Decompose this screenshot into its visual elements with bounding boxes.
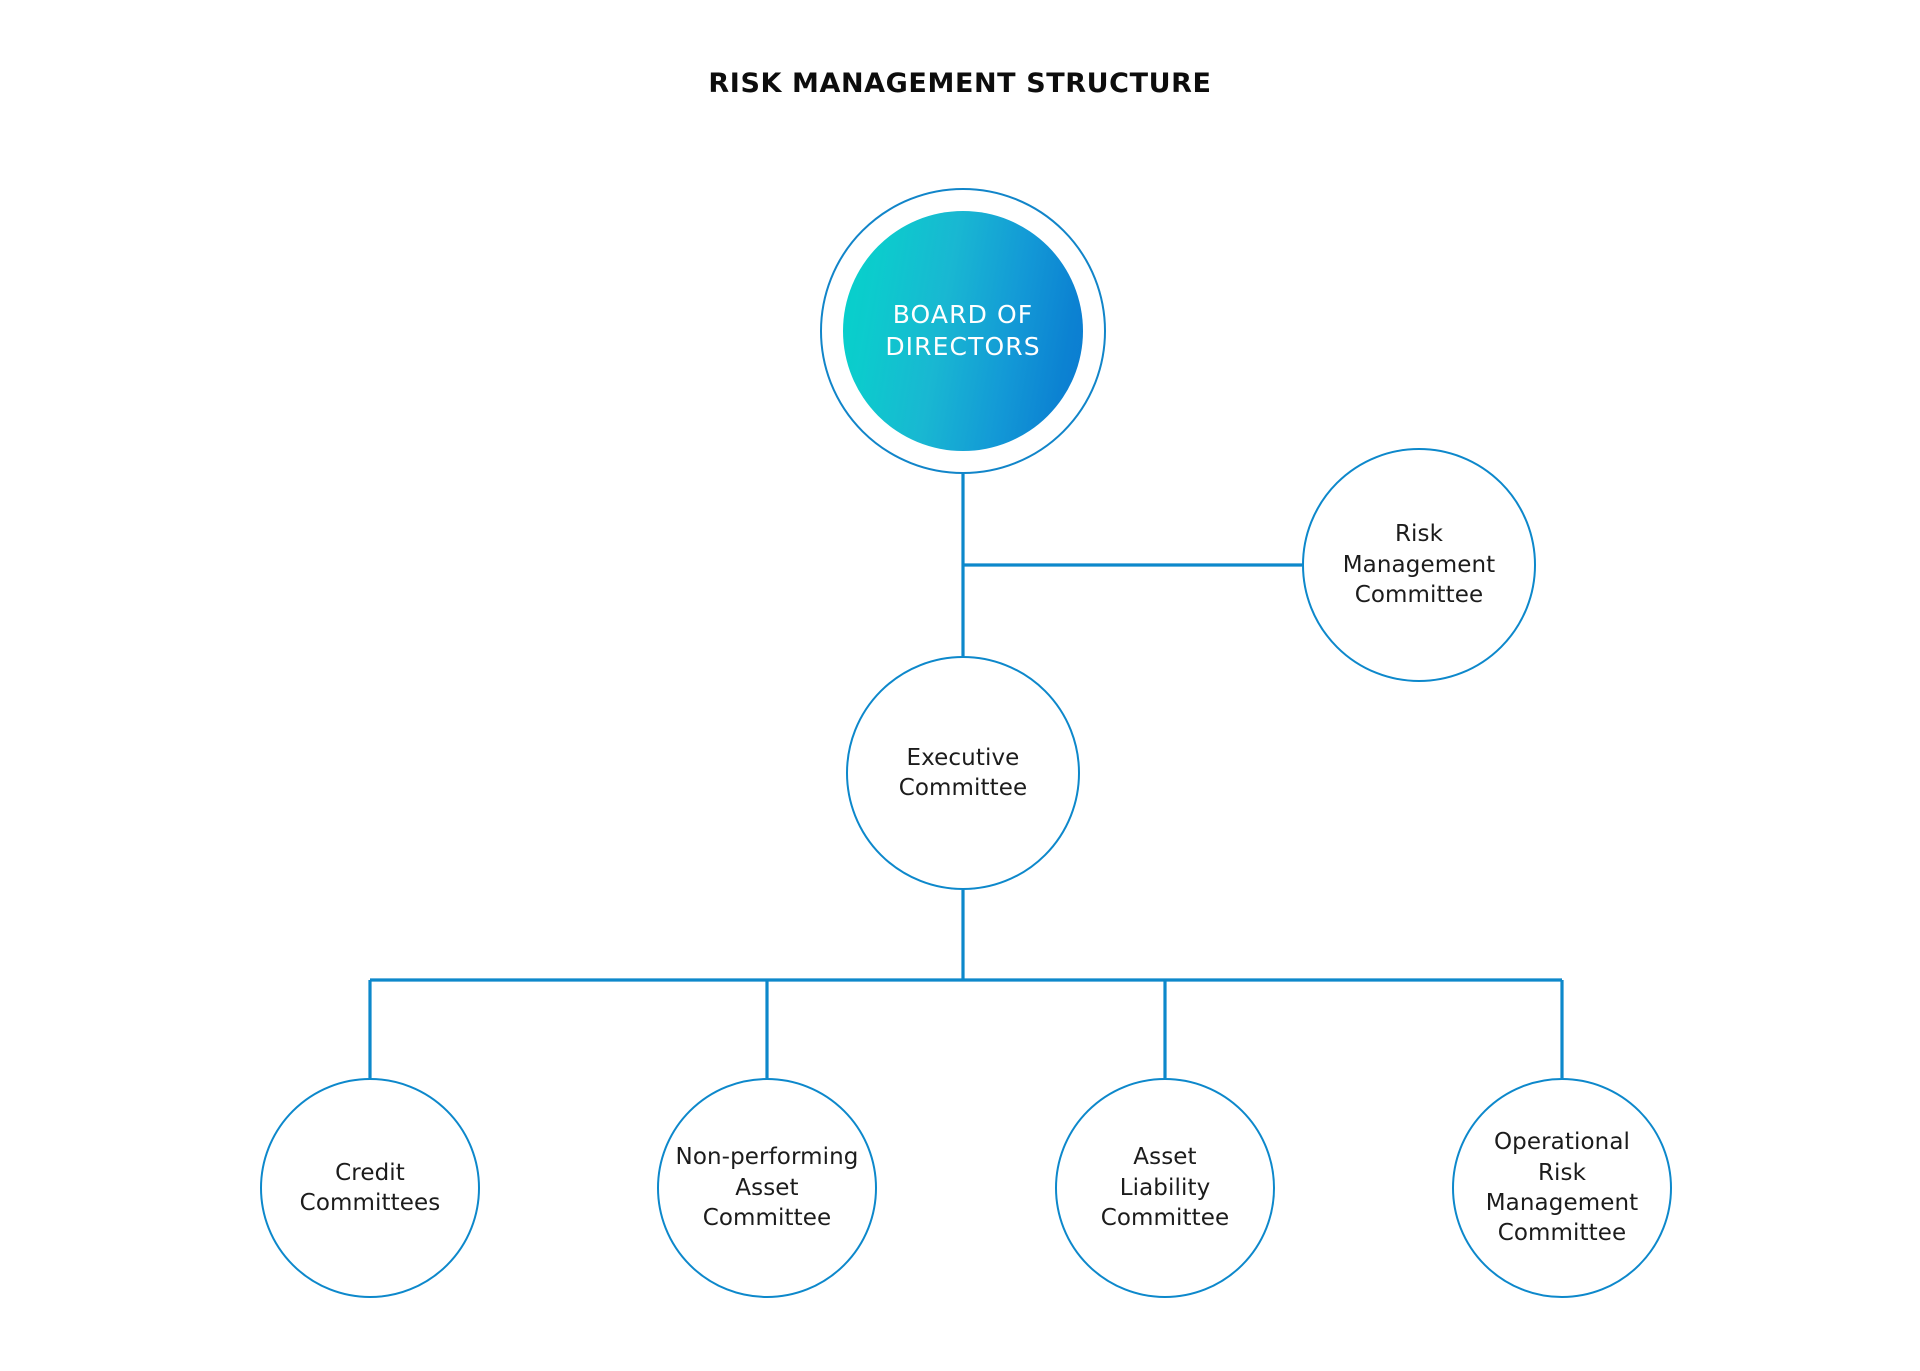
board-of-directors-label: BOARD OF DIRECTORS [885,300,1041,361]
node-executive-committee[interactable]: Executive Committee [846,656,1080,890]
node-board-of-directors[interactable]: BOARD OF DIRECTORS [843,211,1083,451]
node-credit-committees[interactable]: Credit Committees [260,1078,480,1298]
board-of-directors-outer-ring [820,188,1106,474]
executive-committee-label: Executive Committee [898,744,1028,801]
asset-liability-committee-label: Asset Liability Committee [1100,1144,1230,1232]
operational-risk-management-committee-label: Operational Risk Management Committee [1485,1129,1639,1247]
node-non-performing-asset-committee[interactable]: Non-performing Asset Committee [657,1078,877,1298]
page-title: RISK MANAGEMENT STRUCTURE [708,68,1212,99]
risk-management-committee-label: Risk Management Committee [1342,521,1496,609]
node-risk-management-committee[interactable]: Risk Management Committee [1302,448,1536,682]
non-performing-asset-committee-label: Non-performing Asset Committee [675,1144,859,1232]
credit-committees-label: Credit Committees [299,1159,441,1216]
node-operational-risk-management-committee[interactable]: Operational Risk Management Committee [1452,1078,1672,1298]
node-asset-liability-committee[interactable]: Asset Liability Committee [1055,1078,1275,1298]
